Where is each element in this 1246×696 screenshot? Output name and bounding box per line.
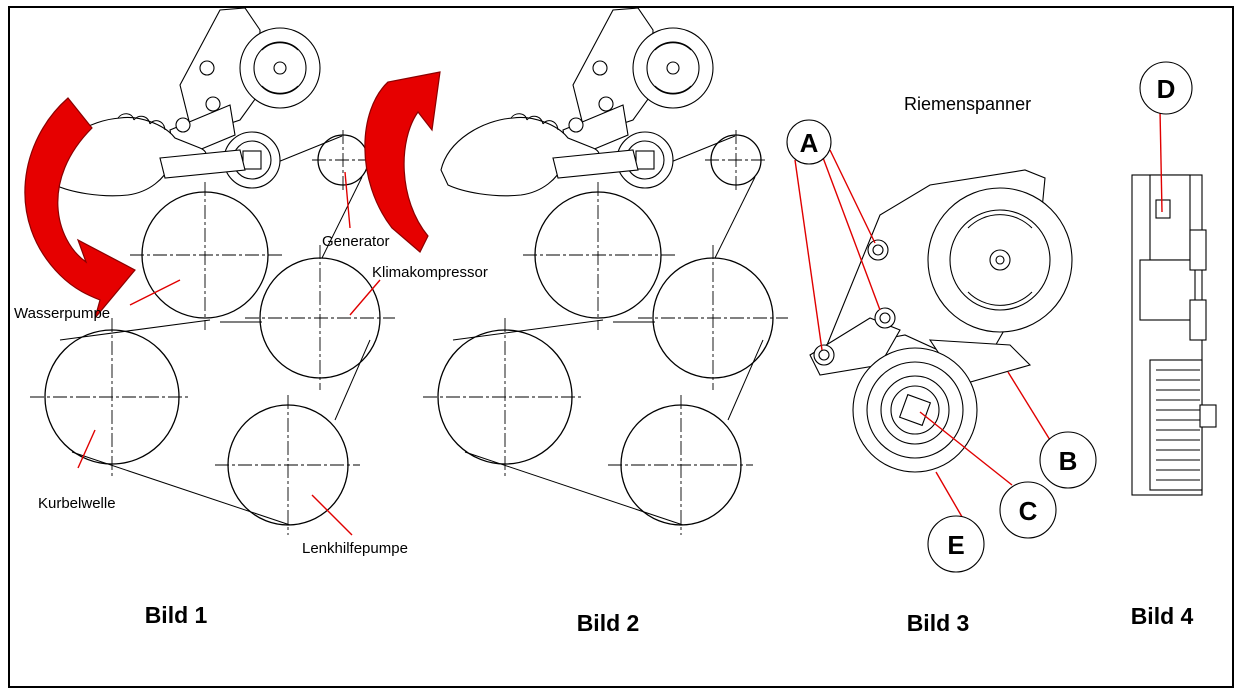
caption-bild3: Bild 3 [907, 610, 970, 636]
label-klimakompressor: Klimakompressor [372, 264, 488, 281]
leader-e [935, 471, 966, 523]
bild4-side-view [1131, 174, 1217, 496]
leader-d [1159, 109, 1163, 213]
label-generator: Generator [322, 233, 390, 250]
label-kurbelwelle: Kurbelwelle [38, 495, 116, 512]
callout-c: C [1019, 496, 1038, 526]
bild3-tensioner-detail [809, 169, 1073, 473]
caption-bild1: Bild 1 [145, 602, 208, 628]
leader-lenkhilfepumpe [311, 494, 353, 536]
callout-e-circle [927, 515, 985, 573]
leader-c [919, 411, 1013, 486]
leader-a1 [794, 159, 823, 351]
callout-a: A [800, 128, 819, 158]
counterclockwise-arrow-icon [364, 71, 441, 253]
label-lenkhilfepumpe: Lenkhilfepumpe [302, 540, 408, 557]
callout-a-circle [786, 119, 832, 165]
leader-a2 [821, 154, 881, 311]
callout-c-circle [999, 481, 1057, 539]
label-wasserpumpe: Wasserpumpe [14, 305, 110, 322]
leader-b [1007, 371, 1051, 441]
figure-frame [8, 6, 1234, 688]
leader-generator [344, 171, 351, 229]
caption-bild4: Bild 4 [1131, 603, 1194, 629]
leader-klimakompressor [349, 279, 381, 316]
bild1-drawing [24, 7, 396, 536]
leader-kurbelwelle [77, 429, 96, 469]
caption-bild2: Bild 2 [577, 610, 640, 636]
leader-wasserpumpe [129, 279, 181, 306]
callout-d: D [1157, 74, 1176, 104]
callout-b: B [1059, 446, 1078, 476]
label-riemenspanner: Riemenspanner [904, 94, 1031, 114]
clockwise-arrow-icon [24, 97, 136, 319]
callout-b-circle [1039, 431, 1097, 489]
leader-a3 [829, 149, 876, 244]
callout-d-circle [1139, 61, 1193, 115]
callout-e: E [947, 530, 964, 560]
